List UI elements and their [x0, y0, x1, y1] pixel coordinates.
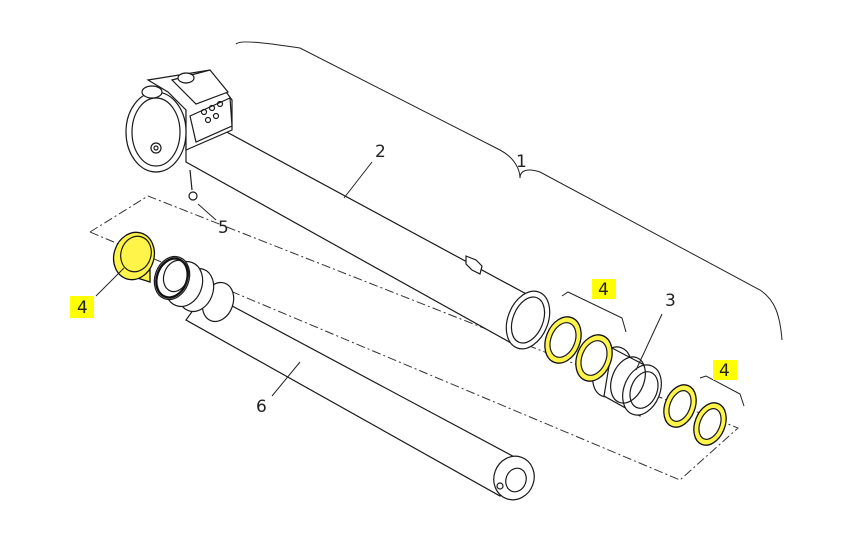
callout-3: 3 — [665, 291, 676, 311]
leader-6 — [271, 361, 301, 397]
middle-seals — [544, 316, 613, 382]
right-seals — [663, 384, 727, 446]
callout-2: 2 — [375, 142, 386, 162]
piston-rod — [153, 255, 535, 501]
leader-4-left — [95, 267, 125, 297]
callout-4-middle: 4 — [598, 280, 609, 300]
callout-6: 6 — [256, 397, 267, 417]
group-outline — [88, 195, 739, 481]
highlight-4-middle — [592, 279, 616, 299]
cylinder-barrel — [125, 69, 551, 350]
callout-5: 5 — [218, 218, 229, 238]
middle-seals-bracket — [561, 291, 627, 333]
leader-2 — [343, 161, 373, 199]
highlight-4-left — [70, 296, 94, 318]
callout-4-left: 4 — [77, 298, 88, 318]
callout-4-right: 4 — [719, 361, 730, 381]
leader-3 — [635, 313, 663, 371]
leader-5 — [197, 203, 217, 221]
right-seals-bracket — [699, 375, 745, 407]
highlight-4-right — [713, 360, 737, 380]
callout-1: 1 — [516, 152, 527, 172]
assembly-brace — [235, 41, 783, 341]
